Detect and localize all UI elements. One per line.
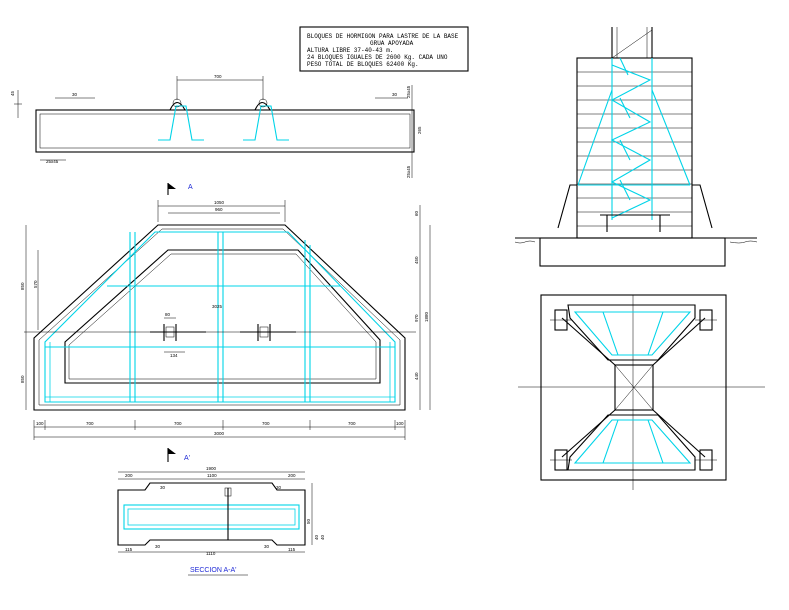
dim-plan-bottom-3000: 3000: [214, 431, 225, 436]
dim-top-25x45-b: 25x45: [406, 165, 411, 178]
dim-plan-1050: 1050: [214, 200, 225, 205]
dim-section-1900: 1900: [206, 466, 217, 471]
dim-section-40-a: 40: [314, 534, 319, 540]
stacked-block-lines: [577, 71, 692, 227]
dim-plan-bottom-100-right: 100: [396, 421, 404, 426]
block-side-view: 700 30 30 45 25x45 25x45 265 25x45: [10, 74, 422, 178]
dim-plan-134: 134: [170, 353, 178, 358]
section-marker-a-prime: A': [167, 448, 190, 462]
dim-plan-bottom-700-d: 700: [348, 421, 356, 426]
dim-section-50: 50: [306, 518, 311, 524]
dim-top-30-left: 30: [72, 92, 78, 97]
dim-plan-60: 60: [414, 210, 419, 216]
dim-top-30-right: 30: [392, 92, 398, 97]
dim-section-1100: 1100: [207, 473, 217, 478]
title-line-5: PESO TOTAL DE BLOQUES 62400 Kg.: [307, 61, 419, 68]
section-label-a-prime: A': [184, 455, 190, 462]
dim-plan-960: 960: [215, 207, 223, 212]
dim-plan-bottom-100-left: 100: [36, 421, 44, 426]
dim-top-700: 700: [214, 74, 222, 79]
dim-top-25x45-left: 25x45: [46, 159, 59, 164]
dim-plan-570: 570: [33, 280, 38, 288]
dim-section-40-b: 40: [320, 534, 325, 540]
tower-elevation: [514, 27, 758, 267]
section-label-a: A: [188, 184, 193, 191]
dim-section-115-right: 115: [288, 547, 296, 552]
dim-plan-850-left-b: 850: [20, 375, 25, 383]
plan-hook-right: [257, 324, 271, 341]
dim-plan-850-left: 850: [20, 282, 25, 290]
title-line-1: BLOQUES DE HORMIGON PARA LASTRE DE LA BA…: [307, 33, 459, 40]
section-marker-a: A: [167, 183, 193, 195]
dim-top-265: 265: [417, 126, 422, 134]
dim-plan-450-top: 450: [414, 256, 419, 264]
tower-base-plan: [518, 294, 765, 490]
plan-hook-left: [163, 324, 177, 341]
dim-plan-1880: 1880: [424, 311, 429, 322]
dim-section-200-left: 200: [125, 473, 133, 478]
dim-section-1110: 1110: [206, 551, 216, 556]
dim-top-45: 45: [10, 90, 15, 96]
title-block-frame: [299, 26, 469, 72]
dim-plan-970: 970: [414, 314, 419, 322]
dim-section-30-bot-left: 30: [155, 544, 161, 549]
section-title: SECCION A-A': [190, 567, 236, 574]
block-plan-view: 1050 960 3025 80 134 60 450 970 1880 440…: [20, 200, 431, 440]
dim-section-30-top-left: 30: [160, 485, 166, 490]
dim-plan-bottom-700-a: 700: [86, 421, 94, 426]
dim-plan-bottom-700-c: 700: [262, 421, 270, 426]
dim-plan-3025: 3025: [212, 304, 223, 309]
dim-section-30-bot-right: 30: [264, 544, 270, 549]
dim-section-200-right: 200: [288, 473, 296, 478]
block-section-view: 1900 200 1100 200 30 30 115 30 1110 30 1…: [117, 466, 325, 576]
dim-section-30-top-right: 30: [276, 485, 282, 490]
dim-plan-80: 80: [165, 312, 171, 317]
title-line-4: 24 BLOQUES IGUALES DE 2600 Kg. CADA UNO: [307, 54, 448, 61]
title-block: BLOQUES DE HORMIGON PARA LASTRE DE LA BA…: [299, 26, 469, 72]
dim-plan-440: 440: [414, 372, 419, 380]
dim-section-115-left: 115: [125, 547, 133, 552]
dim-plan-bottom-700-b: 700: [174, 421, 182, 426]
title-line-2: GRUA APOYADA: [370, 40, 414, 47]
dim-top-25x45-a: 25x45: [406, 85, 411, 98]
title-line-3: ALTURA LIBRE 37-40-43 m.: [307, 47, 393, 54]
